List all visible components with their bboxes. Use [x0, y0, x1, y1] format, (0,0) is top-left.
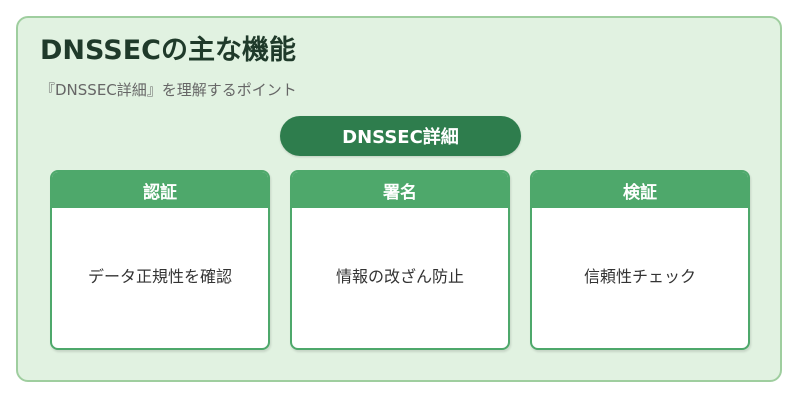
feature-card-signature: 署名 情報の改ざん防止 [290, 170, 510, 350]
feature-card-heading: 認証 [52, 172, 268, 208]
diagram-subtitle: 『DNSSEC詳細』を理解するポイント [40, 81, 297, 99]
feature-card-heading: 検証 [532, 172, 748, 208]
feature-card-description: 情報の改ざん防止 [335, 267, 464, 286]
feature-card-authentication: 認証 データ正規性を確認 [50, 170, 270, 350]
diagram-title: DNSSECの主な機能 [40, 35, 296, 66]
feature-card-description: データ正規性を確認 [87, 267, 232, 286]
feature-card-heading: 署名 [292, 172, 508, 208]
feature-card-description: 信頼性チェック [583, 267, 696, 286]
central-topic-pill: DNSSEC詳細 [280, 116, 521, 156]
feature-card-verification: 検証 信頼性チェック [530, 170, 750, 350]
